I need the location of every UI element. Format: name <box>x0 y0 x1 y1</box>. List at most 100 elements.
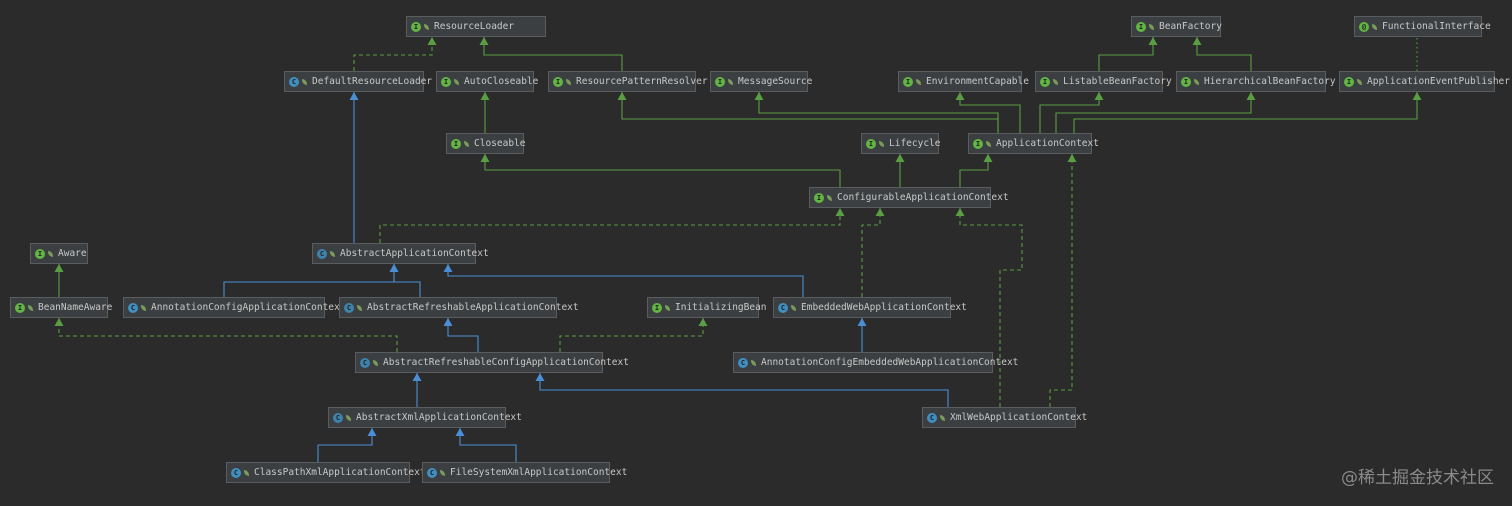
edge-extends-interface <box>1039 92 1104 133</box>
node-abstract-xml-application-context[interactable]: C AbstractXmlApplicationContext <box>328 407 522 428</box>
edge-implements <box>54 318 398 352</box>
public-leaf-icon <box>1357 78 1362 85</box>
edge-extends <box>443 318 479 352</box>
edge-extends-interface <box>1055 92 1256 133</box>
abstract-type-icon: C <box>317 248 327 259</box>
node-label: FileSystemXmlApplicationContext <box>450 467 628 478</box>
abstract-type-icon: C <box>333 412 343 423</box>
class-type-icon: C <box>427 467 437 478</box>
node-label: ConfigurableApplicationContext <box>837 192 1009 203</box>
interface-type-icon: I <box>15 302 25 313</box>
arrowhead <box>835 208 845 216</box>
node-bean-factory[interactable]: I BeanFactory <box>1131 16 1222 37</box>
node-label: AbstractXmlApplicationContext <box>356 412 522 423</box>
node-label: AbstractRefreshableApplicationContext <box>367 302 579 313</box>
node-label: FunctionalInterface <box>1382 21 1491 32</box>
node-label: MessageSource <box>738 76 813 87</box>
arrowhead <box>875 208 885 216</box>
node-label: BeanFactory <box>1159 21 1222 32</box>
interface-type-icon: I <box>652 302 662 313</box>
node-label: HierarchicalBeanFactory <box>1204 76 1336 87</box>
edge-extends-interface <box>1192 37 1252 71</box>
arrowhead <box>389 264 399 272</box>
arrowhead <box>1246 92 1256 100</box>
node-functional-interface[interactable]: @ FunctionalInterface <box>1354 16 1491 37</box>
edge-extends-interface <box>1073 92 1422 133</box>
arrowhead <box>455 428 465 436</box>
public-leaf-icon <box>827 194 832 201</box>
abstract-type-icon: C <box>344 302 354 313</box>
arrowhead <box>617 92 627 100</box>
interface-type-icon: I <box>1181 76 1191 87</box>
edge-extends-interface <box>754 92 999 133</box>
interface-type-icon: I <box>553 76 563 87</box>
edge-extends <box>412 373 422 407</box>
node-label: Lifecycle <box>889 138 941 149</box>
node-message-source[interactable]: I MessageSource <box>710 71 812 92</box>
edge-extends <box>223 264 399 297</box>
interface-type-icon: I <box>1136 21 1146 32</box>
interface-type-icon: I <box>866 138 876 149</box>
node-label: ClassPathXmlApplicationContext <box>254 467 426 478</box>
arrowhead <box>895 154 905 162</box>
arrowhead <box>479 37 489 45</box>
node-hierarchical-bean-factory[interactable]: I HierarchicalBeanFactory <box>1176 71 1336 92</box>
interface-type-icon: I <box>973 138 983 149</box>
edge-extends-interface <box>895 154 905 187</box>
arrowhead <box>412 373 422 381</box>
edge-extends-interface <box>480 92 490 133</box>
edge-extends-interface <box>959 154 993 187</box>
public-leaf-icon <box>464 140 469 147</box>
arrowhead <box>1412 92 1422 100</box>
node-bean-name-aware[interactable]: I BeanNameAware <box>10 297 112 318</box>
annotation-type-icon: @ <box>1359 21 1369 32</box>
node-label: ApplicationEventPublisher <box>1367 76 1510 87</box>
public-leaf-icon <box>986 140 991 147</box>
class-type-icon: C <box>927 412 937 423</box>
public-leaf-icon <box>373 359 378 366</box>
node-label: ListableBeanFactory <box>1063 76 1172 87</box>
arrowhead <box>54 318 64 326</box>
node-resource-pattern-resolver[interactable]: I ResourcePatternResolver <box>548 71 708 92</box>
arrowhead <box>983 154 993 162</box>
public-leaf-icon <box>141 304 146 311</box>
edge-implements <box>353 37 437 71</box>
node-label: EnvironmentCapable <box>926 76 1029 87</box>
node-label: AbstractApplicationContext <box>340 248 489 259</box>
node-abstract-refreshable-application-context[interactable]: C AbstractRefreshableApplicationContext <box>339 297 579 318</box>
node-label: BeanNameAware <box>38 302 113 313</box>
public-leaf-icon <box>791 304 796 311</box>
node-label: ResourcePatternResolver <box>576 76 708 87</box>
public-leaf-icon <box>346 414 351 421</box>
node-label: AnnotationConfigEmbeddedWebApplicationCo… <box>761 357 1019 368</box>
interface-type-icon: I <box>715 76 725 87</box>
node-lifecycle[interactable]: I Lifecycle <box>861 133 941 154</box>
arrowhead <box>367 428 377 436</box>
node-listable-bean-factory[interactable]: I ListableBeanFactory <box>1035 71 1172 92</box>
public-leaf-icon <box>440 469 445 476</box>
node-file-system-xml-application-context[interactable]: C FileSystemXmlApplicationContext <box>422 462 627 483</box>
node-label: Aware <box>58 248 87 259</box>
edge-implements <box>559 318 708 352</box>
arrowhead <box>54 264 64 272</box>
edge-extends-interface <box>480 154 841 187</box>
interface-type-icon: I <box>1040 76 1050 87</box>
node-abstract-application-context[interactable]: C AbstractApplicationContext <box>312 243 489 264</box>
edge-extends <box>389 264 421 297</box>
